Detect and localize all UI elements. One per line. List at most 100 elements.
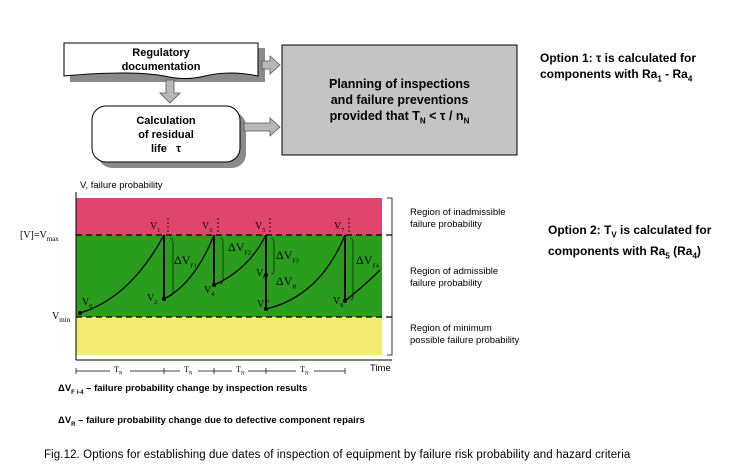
admissible-bracket (387, 234, 393, 318)
vmin-sub: min (59, 316, 71, 324)
point-v8 (343, 299, 347, 303)
prime-mark: ' (267, 299, 270, 310)
minimum-bracket (387, 316, 393, 356)
dv-f2-sub: F2 (244, 250, 251, 257)
legend-r-sub: R (71, 421, 76, 428)
region-inadmissible-label: Region of inadmissible failure probabili… (410, 207, 506, 231)
v2-text: V (147, 293, 155, 304)
vmax-tick-label: [V]=Vmax (20, 230, 59, 243)
planning-line3: provided that TN < τ / nN (282, 108, 517, 130)
point-v4 (212, 283, 216, 287)
option2-mid: (Ra (669, 244, 693, 259)
interval-label-3: TN (236, 365, 245, 377)
v3-text: V (202, 221, 210, 232)
v6-sub: 6 (263, 275, 267, 281)
dv-f2-text: ΔV (228, 240, 245, 254)
point-v6p (264, 307, 268, 311)
option1-line1: Option 1: τ is calculated for (540, 51, 697, 65)
v7-text: V (334, 221, 342, 232)
region-inadmissible-line1: Region of inadmissible (410, 207, 506, 218)
v6-text: V (256, 268, 264, 279)
v7-sub: 7 (341, 228, 345, 234)
label-v6-prime: V6' (257, 299, 269, 312)
interval-1-text: T (114, 365, 119, 374)
option2-sub2: 4 (692, 251, 697, 261)
option2-suffix: is calculated for (616, 223, 712, 237)
legend-r: ΔVR – failure probability change due to … (58, 415, 365, 428)
flowchart-diagram (63, 42, 518, 168)
label-dv-r: ΔVR (276, 274, 296, 290)
label-dv-f2: ΔVF2 (228, 240, 251, 256)
v0-sub: 0 (89, 304, 93, 310)
v8-sub: 8 (340, 303, 344, 309)
residual-life-text: life (151, 143, 167, 155)
option1-line2: components with Ra1 - Ra4 (540, 66, 696, 87)
option1-sub2: 4 (687, 74, 693, 84)
option2-text: Option 2: TV is calculated for component… (548, 222, 711, 265)
option2-line2: components with Ra5 (Ra4) (548, 243, 711, 264)
label-v8: V8 (333, 296, 343, 309)
vmin-tick-label: Vmin (52, 311, 70, 324)
option1-text: Option 1: τ is calculated for components… (540, 50, 696, 87)
planning-condition-text: provided that T (329, 109, 420, 123)
planning-line2: and failure preventions (330, 93, 469, 107)
label-v7: V7 (334, 221, 344, 234)
v5-text: V (255, 221, 263, 232)
figure-caption: Fig.12. Options for establishing due dat… (44, 449, 631, 461)
planning-sub-n: N (419, 116, 426, 126)
option2-prefix: Option 2: T (548, 223, 612, 237)
planning-label: Planning of inspections and failure prev… (282, 76, 517, 130)
regulatory-line1: Regulatory (132, 47, 190, 59)
region-minimum-label: Region of minimum possible failure proba… (410, 323, 519, 347)
option2-sub-v: V (611, 230, 617, 240)
down-arrow-icon (159, 79, 181, 104)
label-v0: V0 (82, 297, 92, 310)
dv-f1-text: ΔV (174, 253, 191, 267)
curve-3 (213, 234, 267, 286)
curve-2 (163, 234, 215, 300)
v3-sub: 3 (209, 228, 213, 234)
right-arrow-icon (261, 55, 281, 75)
delta-bracket-3 (270, 237, 275, 275)
residual-label: Calculation of residual life τ (92, 114, 240, 156)
delta-bracket-2 (219, 237, 224, 285)
curve-1 (79, 234, 165, 314)
dv-r-sub: R (292, 284, 297, 291)
y-axis-label: V, failure probability (80, 180, 163, 191)
regulatory-line2: documentation (121, 61, 201, 73)
interval-4-text: T (300, 365, 305, 374)
v4-sub: 4 (211, 292, 215, 298)
v1-text: V (150, 221, 158, 232)
region-inadmissible-line2: failure probability (410, 219, 482, 230)
option2-components: components with Ra (548, 244, 666, 259)
interval-2-text: T (184, 365, 189, 374)
admissible-band (76, 235, 382, 317)
dv-f3-text: ΔV (276, 248, 293, 262)
option2-sub1: 5 (665, 251, 670, 261)
dv-f4-sub: F4 (372, 263, 379, 270)
legend-f: ΔVF i-4 – failure probability change by … (58, 383, 307, 396)
dv-f3-sub: F3 (292, 258, 299, 265)
regulatory-box (63, 42, 259, 79)
legend-f-sub: F i-4 (71, 389, 84, 396)
option1-components: components with Ra (540, 67, 658, 81)
residual-line3: life τ (92, 142, 240, 156)
minimum-band (76, 317, 382, 355)
label-dv-f1: ΔVF1 (174, 253, 197, 269)
v8-text: V (333, 296, 341, 307)
inadmissible-bracket (387, 197, 393, 236)
planning-line1: Planning of inspections (329, 77, 470, 91)
option1-mid: - Ra (661, 67, 688, 81)
label-v5: V5 (255, 221, 265, 234)
interval-3-sub: N (240, 371, 245, 377)
planning-condition-mid: < τ / n (425, 109, 464, 123)
interval-ticks (75, 368, 346, 374)
region-minimum-line1: Region of minimum (410, 323, 492, 334)
v4-text: V (204, 285, 212, 296)
curve-5 (344, 269, 381, 302)
region-admissible-label: Region of admissible failure probability (410, 266, 498, 290)
v5-sub: 5 (262, 228, 266, 234)
label-v3: V3 (202, 221, 212, 234)
residual-line1: Calculation (136, 115, 196, 127)
label-v6: V6 (256, 268, 266, 281)
